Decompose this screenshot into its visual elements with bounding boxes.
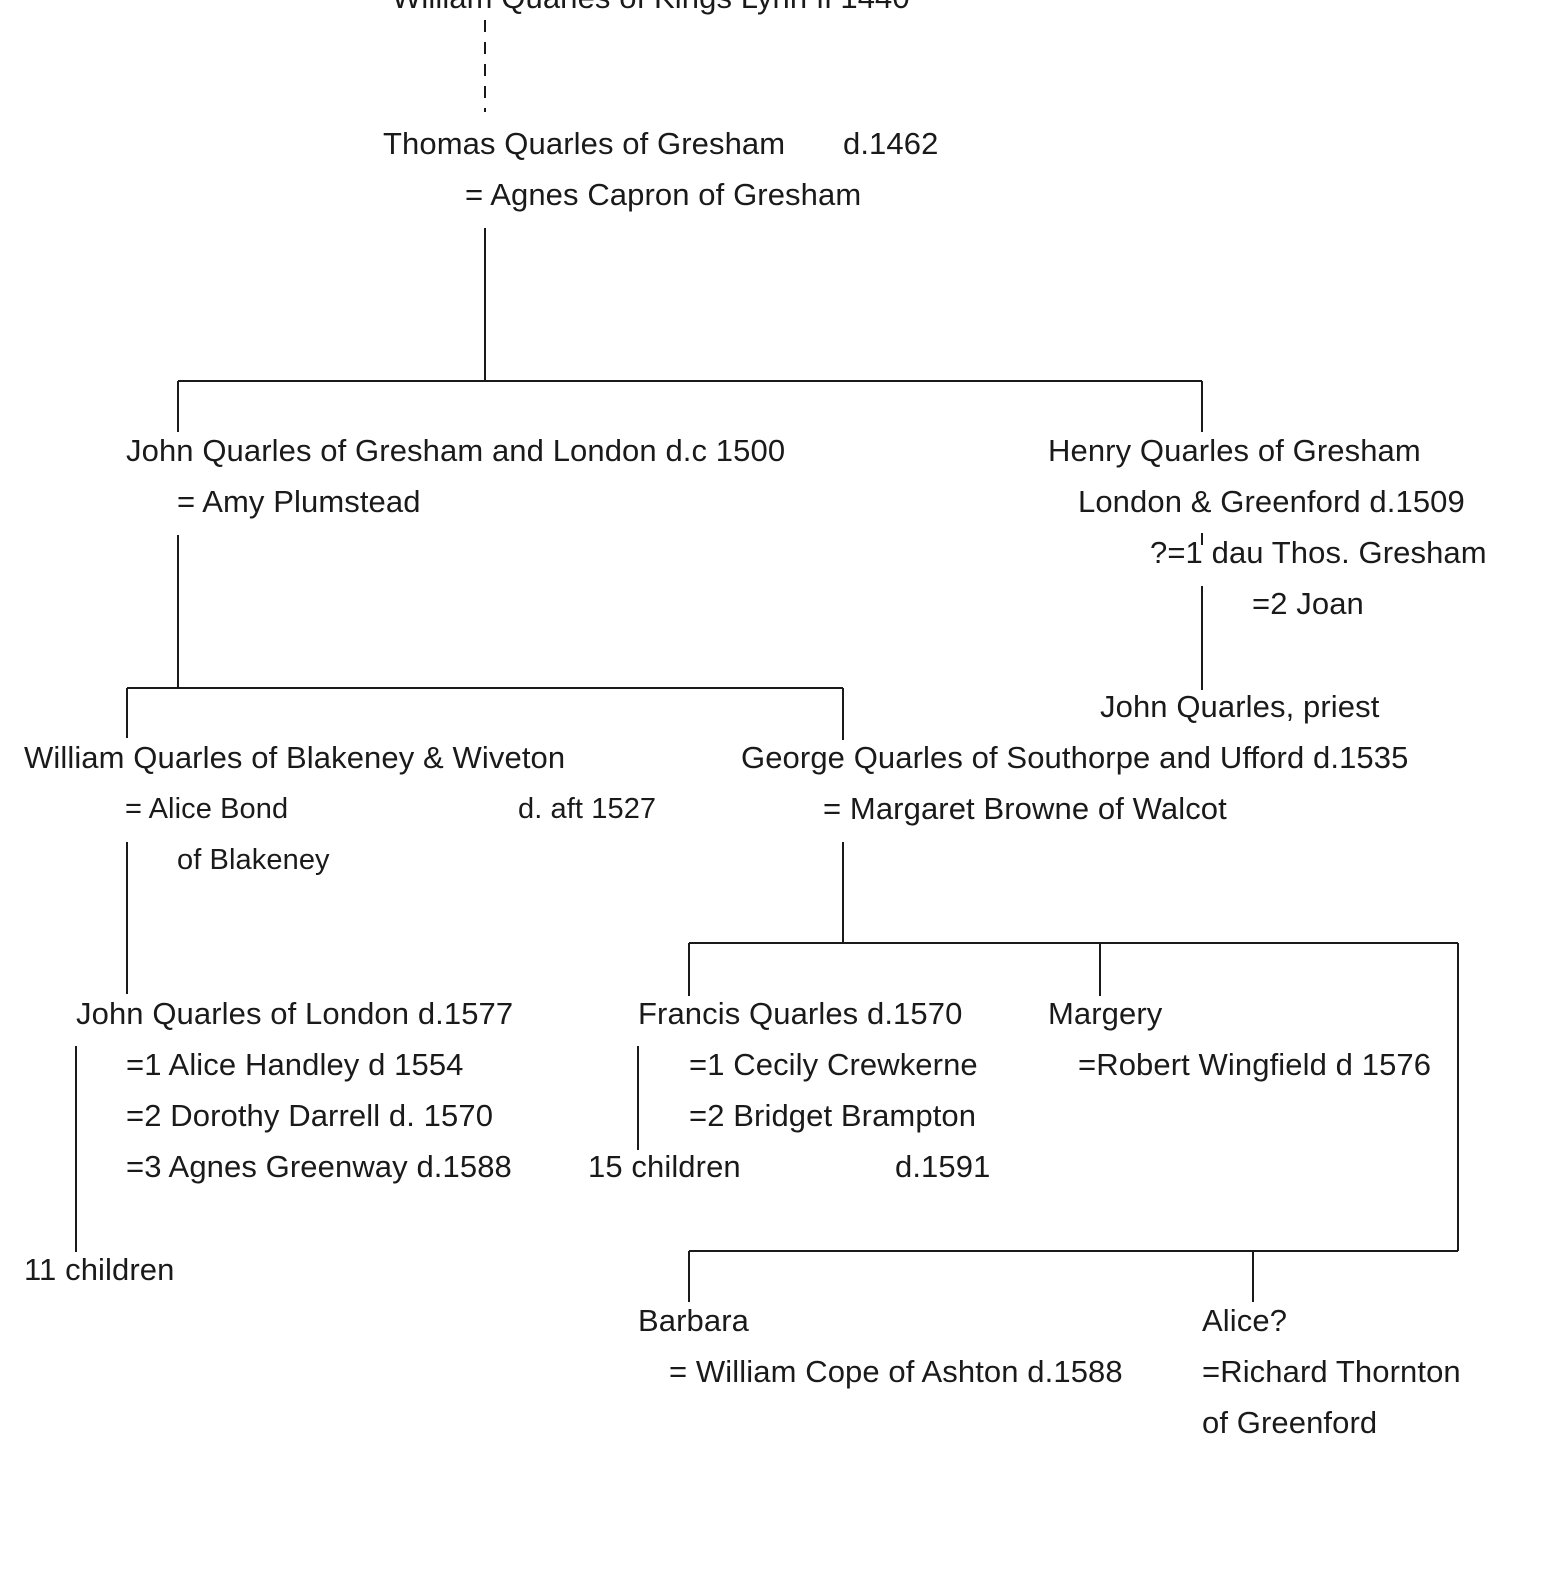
person-henry-name: Henry Quarles of Gresham: [1048, 433, 1421, 468]
person-francis-children: 15 children: [588, 1149, 741, 1184]
person-william-blakeney-name: William Quarles of Blakeney & Wiveton: [24, 740, 566, 775]
person-john-priest-name: John Quarles, priest: [1100, 689, 1380, 724]
person-john-london-spouse-3: =3 Agnes Greenway d.1588: [126, 1149, 512, 1184]
person-alice-spouse: =Richard Thornton: [1202, 1354, 1461, 1389]
person-francis-spouse-2-death: d.1591: [895, 1149, 991, 1184]
person-alice-spouse-place: of Greenford: [1202, 1405, 1378, 1440]
person-margery-spouse: =Robert Wingfield d 1576: [1078, 1047, 1432, 1082]
person-henry-spouse-1: ?=1 dau Thos. Gresham: [1150, 535, 1487, 570]
person-thomas-spouse: = Agnes Capron of Gresham: [465, 177, 862, 212]
person-john-london-spouse-2: =2 Dorothy Darrell d. 1570: [126, 1098, 494, 1133]
person-george-name: George Quarles of Southorpe and Ufford d…: [741, 740, 1409, 775]
person-john-london-spouse-1: =1 Alice Handley d 1554: [126, 1047, 464, 1082]
person-thomas-death: d.1462: [843, 126, 939, 161]
person-john-london-children: 11 children: [24, 1252, 175, 1287]
person-francis-name: Francis Quarles d.1570: [638, 996, 963, 1031]
person-george-spouse: = Margaret Browne of Walcot: [823, 791, 1227, 826]
person-francis-spouse-1: =1 Cecily Crewkerne: [689, 1047, 978, 1082]
person-alice-name: Alice?: [1202, 1303, 1288, 1338]
person-john-gresham-name: John Quarles of Gresham and London d.c 1…: [126, 433, 786, 468]
person-margery-name: Margery: [1048, 996, 1163, 1031]
person-john-london-name: John Quarles of London d.1577: [76, 996, 514, 1031]
person-william-blakeney-spouse: = Alice Bond: [125, 793, 289, 825]
person-john-gresham-spouse: = Amy Plumstead: [177, 484, 421, 519]
person-henry-spouse-2: =2 Joan: [1252, 586, 1364, 621]
person-thomas-name: Thomas Quarles of Gresham: [383, 126, 786, 161]
person-henry-place: London & Greenford d.1509: [1078, 484, 1465, 519]
person-root-name: William Quarles of Kings Lynn fl 1440: [392, 0, 910, 16]
person-william-blakeney-death: d. aft 1527: [518, 793, 657, 825]
person-barbara-spouse: = William Cope of Ashton d.1588: [669, 1354, 1123, 1389]
person-francis-spouse-2: =2 Bridget Brampton: [689, 1098, 977, 1133]
person-barbara-name: Barbara: [638, 1303, 749, 1338]
person-william-blakeney-spouse-place: of Blakeney: [177, 844, 330, 876]
